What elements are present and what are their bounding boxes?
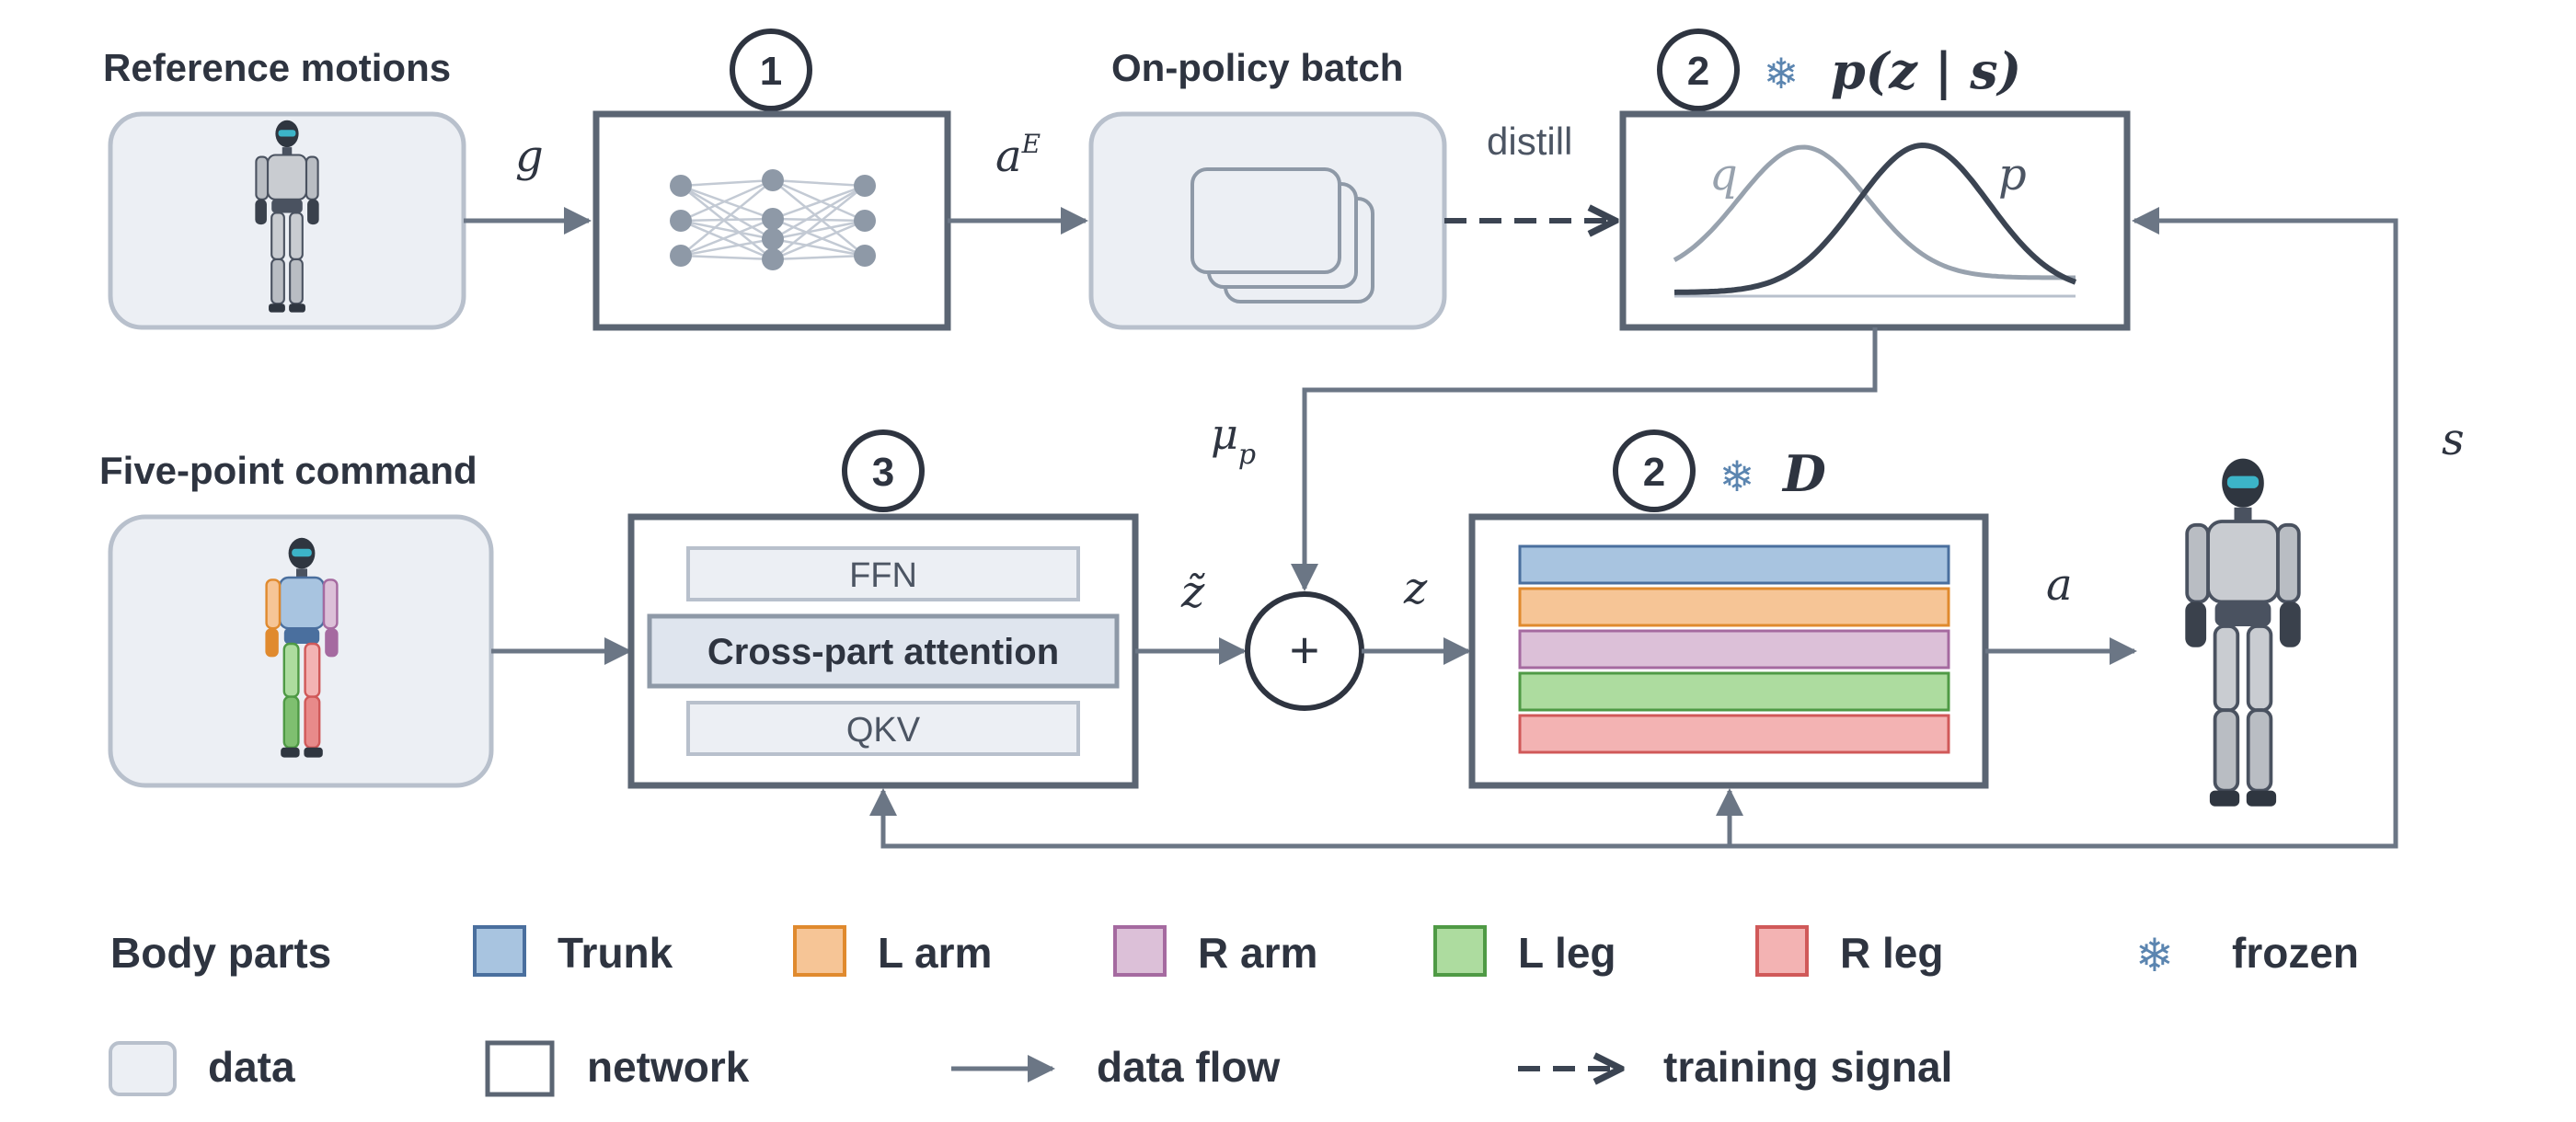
reference-motions-label: Reference motions bbox=[103, 46, 451, 89]
step-3-badge bbox=[842, 429, 925, 512]
legend-label-r-arm: R arm bbox=[1198, 929, 1317, 977]
s-label: s bbox=[2442, 414, 2465, 465]
snowflake-icon: ❄ bbox=[1719, 452, 1755, 500]
legend-body-parts: Trunk L arm R arm L leg R leg bbox=[473, 925, 1943, 977]
a-label: a bbox=[2046, 559, 2073, 611]
state-to-encoder-arrow bbox=[869, 788, 2258, 849]
p-distribution-curve bbox=[1673, 142, 2077, 295]
legend-swatch-r-leg bbox=[1755, 925, 1809, 977]
decoder-layer-r-leg bbox=[1518, 714, 1950, 754]
decoder-layers bbox=[1518, 544, 1950, 754]
legend-data-label: data bbox=[208, 1043, 295, 1091]
aE-base: a bbox=[995, 131, 1022, 182]
legend-data-flow-label: data flow bbox=[1097, 1043, 1281, 1091]
legend-swatch-l-arm bbox=[793, 925, 846, 977]
step-2-badge bbox=[1657, 29, 1740, 111]
robot-output-icon bbox=[2183, 456, 2303, 808]
onpolicy-batch-label: On-policy batch bbox=[1111, 46, 1403, 89]
legend-label-trunk: Trunk bbox=[558, 929, 673, 977]
legend-body-parts-label: Body parts bbox=[110, 929, 331, 977]
decoder-title: D bbox=[1781, 444, 1826, 503]
mu-base: μ bbox=[1211, 409, 1238, 459]
snowflake-icon: ❄ bbox=[1764, 50, 1800, 97]
z-label: z bbox=[1403, 563, 1428, 614]
mu-subscript: p bbox=[1238, 439, 1256, 471]
distill-label: distill bbox=[1487, 120, 1572, 163]
cross-attention-label: Cross-part attention bbox=[707, 632, 1059, 672]
step-1-number: 1 bbox=[760, 49, 782, 94]
plus-label: + bbox=[1290, 621, 1320, 679]
legend-training-signal-label: training signal bbox=[1663, 1043, 1952, 1091]
s-feedback-arrow bbox=[2132, 207, 2398, 849]
decoder-layer-l-arm bbox=[1518, 587, 1950, 627]
legend-network-label: network bbox=[587, 1043, 750, 1091]
aE-superscript: E bbox=[1021, 129, 1041, 159]
legend-swatch-l-leg bbox=[1433, 925, 1487, 977]
step-2b-badge bbox=[1613, 429, 1696, 512]
legend-frozen-label: frozen bbox=[2232, 929, 2359, 977]
step-3-number: 3 bbox=[872, 450, 894, 495]
decoder-layer-r-arm bbox=[1518, 629, 1950, 670]
legend-label-r-leg: R leg bbox=[1840, 929, 1943, 977]
ffn-label: FFN bbox=[849, 556, 917, 595]
aE-label: aE bbox=[995, 129, 1041, 182]
mu-p-label: μp bbox=[1211, 409, 1256, 471]
cross-part-attention-block bbox=[647, 613, 1120, 689]
legend-swatch-r-arm bbox=[1113, 925, 1167, 977]
legend-network-swatch bbox=[485, 1040, 555, 1097]
legend-label-l-arm: L arm bbox=[878, 929, 992, 977]
qkv-block bbox=[686, 701, 1080, 756]
legend-label-l-leg: L leg bbox=[1518, 929, 1616, 977]
decoder-layer-l-leg bbox=[1518, 671, 1950, 712]
legend-snowflake-icon: ❄ bbox=[2135, 930, 2174, 981]
ffn-block bbox=[686, 546, 1080, 601]
qkv-label: QKV bbox=[846, 711, 921, 750]
five-point-command-label: Five-point command bbox=[99, 449, 477, 492]
prior-title: p(z | s) bbox=[1831, 41, 2021, 101]
neural-network-icon bbox=[670, 169, 876, 270]
decoder-layer-trunk bbox=[1518, 544, 1950, 585]
g-label: g bbox=[515, 131, 544, 182]
step-2b-number: 2 bbox=[1643, 450, 1665, 495]
q-label: q bbox=[1709, 149, 1738, 200]
legend-swatch-trunk bbox=[473, 925, 526, 977]
step-2-number: 2 bbox=[1687, 49, 1709, 94]
z-tilde-label: z̃ bbox=[1180, 567, 1205, 618]
p-label: p bbox=[1998, 149, 2027, 200]
legend-data-swatch bbox=[109, 1041, 177, 1096]
q-distribution-curve bbox=[1673, 144, 2076, 280]
batch-stack-icon bbox=[1190, 167, 1374, 303]
step-1-badge bbox=[730, 29, 812, 111]
mu-p-arrow bbox=[1291, 327, 1878, 591]
